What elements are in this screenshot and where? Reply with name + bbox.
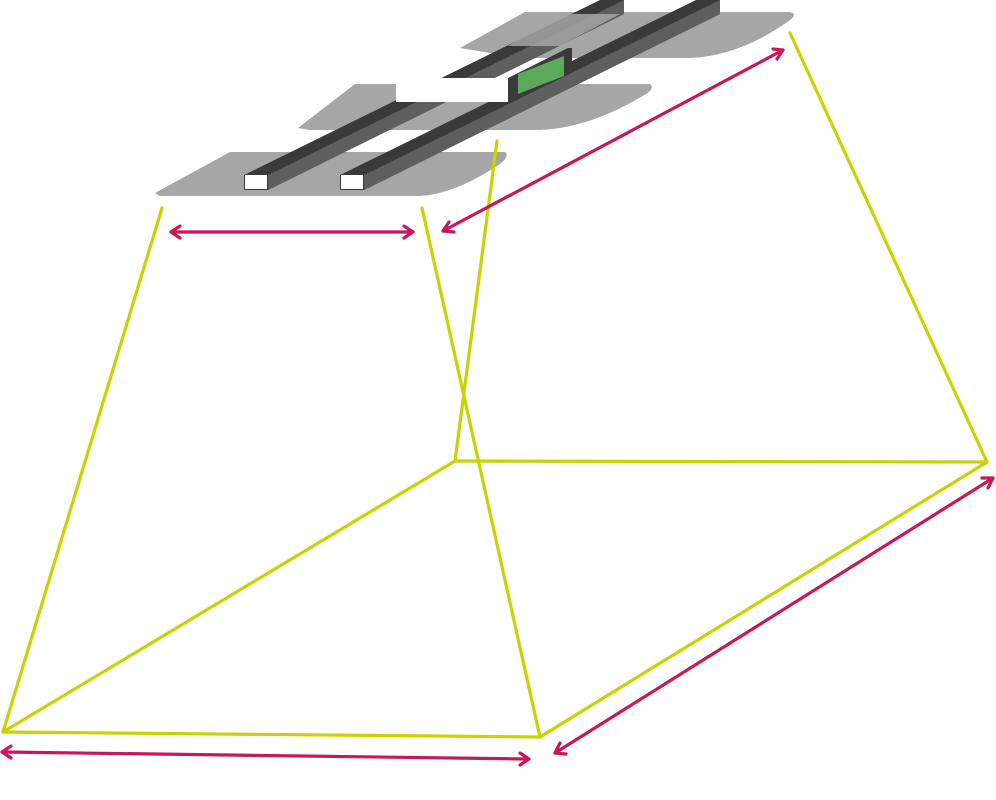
- frustum-edge-back-right: [788, 31, 989, 464]
- dimension-arrow-top-width: [169, 224, 415, 240]
- frustum-base-right: [538, 460, 989, 739]
- frustum-base-left: [1, 459, 457, 734]
- sensor-housing: [396, 78, 508, 102]
- mount-plate-front: [155, 152, 507, 196]
- frustum-edge-top-left: [1, 206, 164, 734]
- rail-right: [340, 0, 720, 190]
- viewing-frustum: [1, 31, 989, 739]
- sensor-lens: [518, 56, 564, 94]
- dimension-arrow-bottom-width: [0, 744, 531, 767]
- camera-sensor-icon: [396, 48, 572, 102]
- frustum-base-back: [453, 459, 989, 464]
- rail-right-end: [341, 175, 363, 189]
- dimension-arrow-top-depth: [441, 47, 785, 234]
- rail-left-end: [245, 175, 267, 189]
- sensor-mount: [155, 0, 794, 196]
- frustum-edge-top-mid: [420, 206, 542, 739]
- dimension-arrows: [0, 47, 995, 767]
- frustum-base-front: [1, 730, 542, 739]
- frustum-edge-back-left: [453, 139, 499, 463]
- dimension-arrow-bottom-depth: [553, 476, 995, 756]
